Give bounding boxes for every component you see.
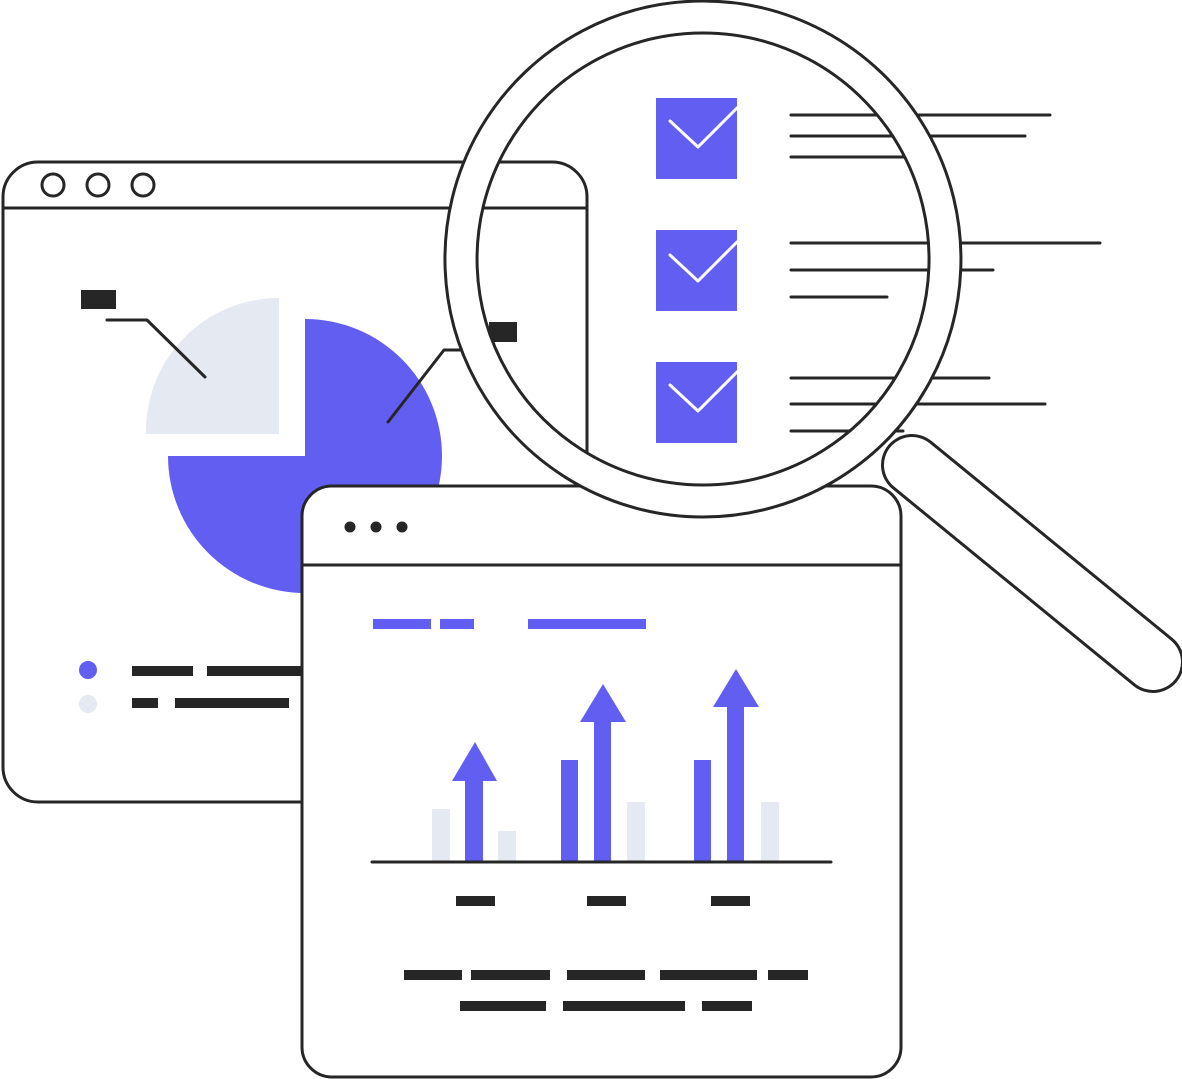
window-dot-icon [40,172,66,198]
checkbox-checked [656,98,737,179]
window-dot-icon [85,172,111,198]
window-dot-icon [370,521,382,533]
front-browser-window [300,484,903,1079]
axis-label-line [456,896,495,906]
axis-label-line [587,896,626,906]
text-line [404,970,462,980]
text-line [460,1001,546,1011]
window-dot-icon [130,172,156,198]
window-dot-icon [344,521,356,533]
chart-title-line [373,619,431,629]
legend-dot-muted [79,695,97,713]
text-line [660,970,757,980]
checkmark-icon [668,106,739,149]
arrow-up-icon [452,742,497,781]
pie-leader-line [386,348,464,424]
checkbox-checked [656,362,737,443]
bar-muted [432,809,450,862]
text-line [567,970,645,980]
checkmark-icon [668,370,739,413]
axis-label-line [711,896,750,906]
magnifier-handle [884,437,1181,690]
checklist [656,98,739,443]
bar-group-3 [694,669,779,862]
magnifier-lens-ring [443,0,963,519]
checkbox-checked [656,230,737,311]
checkmark-icon [668,240,739,283]
text-line [563,1001,685,1011]
magnifying-glass-icon [443,0,1182,693]
arrow-bar-shaft [465,781,483,862]
legend-text-line [175,698,289,708]
legend-text-line [132,666,193,676]
pie-label-block [489,322,517,342]
arrow-up-icon [713,669,759,707]
pie-label-block [81,290,116,309]
arrow-bar-shaft [594,722,611,862]
text-line [768,970,808,980]
arrow-up-icon [580,684,626,722]
bar-group-2 [561,684,645,862]
legend-text-line [132,698,158,708]
arrow-bar-shaft [727,707,744,862]
chart-title-line [440,619,474,629]
bar-muted [761,802,779,862]
bar-accent [561,760,578,862]
bar-group-1 [432,742,516,862]
bar-accent [694,760,711,862]
window-dot-icon [396,521,408,533]
chart-title-line [528,619,646,629]
bar-muted [498,831,516,862]
legend-dot-accent [79,661,97,679]
pie-slice-muted [145,298,279,434]
text-line [471,970,550,980]
pie-leader-line [105,318,207,379]
text-line [702,1001,752,1011]
bar-muted [627,802,645,862]
legend-text-line [207,666,302,676]
